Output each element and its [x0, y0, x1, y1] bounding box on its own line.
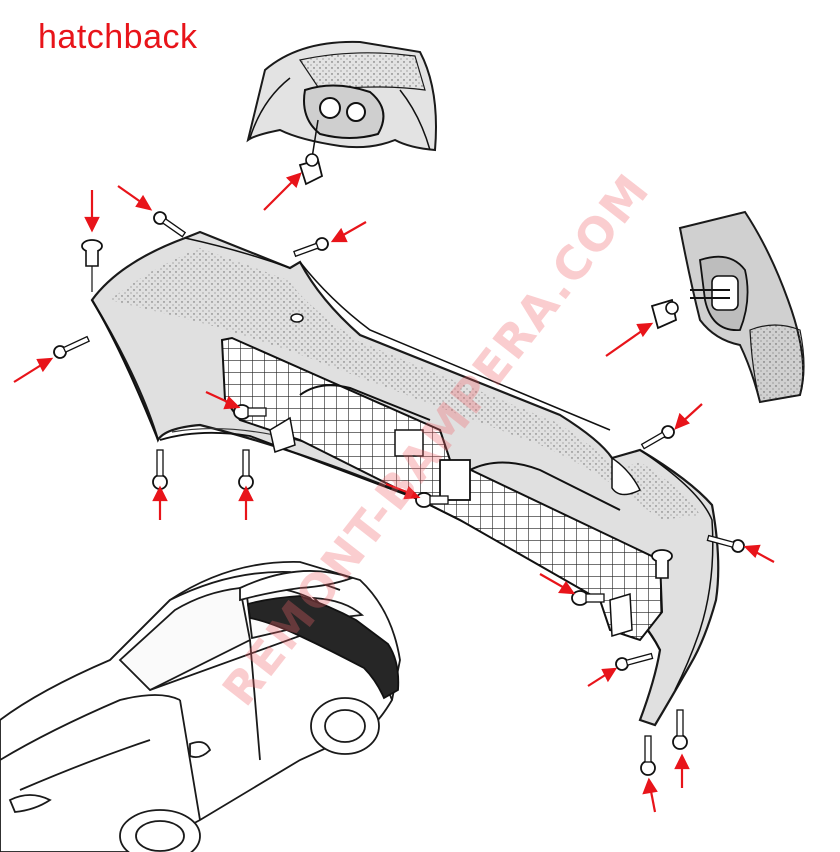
screw-bottom-right-1 — [640, 735, 656, 776]
screw-right-top — [640, 425, 675, 450]
arrow-lamp-right — [605, 322, 654, 357]
screw-top-mid — [293, 237, 329, 258]
left-tail-lamp — [246, 40, 437, 159]
clip-right — [651, 549, 673, 579]
bracket-bolt-1 — [233, 404, 267, 420]
bumper-mounting-bracket — [220, 336, 664, 642]
lamp-nut-right — [650, 298, 679, 330]
screw-bottom-left-2 — [238, 449, 254, 490]
arrow-clip-top-left — [84, 190, 100, 233]
screw-right-side — [706, 534, 745, 553]
arrow-screw-top-mid — [330, 221, 367, 243]
arrow-bracket-bolt-3 — [539, 573, 576, 595]
bracket-bolt-2 — [415, 492, 449, 508]
body-type-caption: hatchback — [38, 18, 198, 56]
screw-top-left — [153, 211, 187, 238]
arrow-lamp-left — [263, 172, 302, 211]
screw-bottom-right-2 — [672, 709, 688, 750]
screw-left-side — [53, 335, 91, 359]
arrow-screw-bottom-right-1 — [642, 777, 658, 813]
clip-top-left — [81, 239, 103, 292]
arrow-screw-right-top — [674, 403, 703, 430]
screw-icon — [53, 211, 745, 776]
arrow-screw-bottom-right-2 — [674, 753, 690, 788]
arrow-screw-top-left — [117, 185, 153, 211]
arrow-screw-bottom-left-2 — [238, 485, 254, 520]
screw-bottom-left-1 — [152, 449, 168, 490]
arrow-screw-left-side — [13, 357, 54, 383]
car-illustration — [0, 561, 401, 852]
push-clip-icon — [81, 239, 673, 579]
arrow-bracket-bolt-1 — [205, 391, 241, 410]
arrow-screw-right-side — [743, 544, 775, 563]
red-arrow-icon — [13, 172, 775, 813]
screw-right-lower — [615, 652, 654, 671]
lamp-nut-left — [298, 153, 324, 186]
arrow-bracket-bolt-2 — [385, 482, 421, 500]
right-tail-lamp — [678, 210, 805, 404]
arrow-screw-right-lower — [587, 667, 618, 687]
arrow-screw-bottom-left-1 — [152, 485, 168, 520]
bracket-bolt-3 — [571, 590, 605, 606]
